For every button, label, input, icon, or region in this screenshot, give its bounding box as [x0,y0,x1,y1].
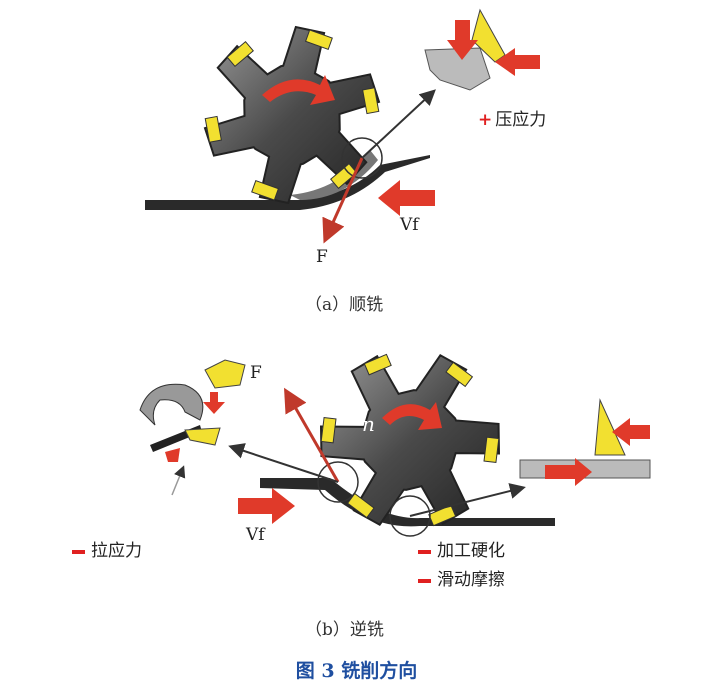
force-label-b: F [250,363,262,383]
hardening-inset [519,398,651,486]
reaction-vector-a [361,89,436,159]
cutter-tooth [304,29,333,51]
work-hardening-text: 加工硬化 [437,541,505,561]
feed-arrow-a [378,180,435,216]
cutter-gear-b [319,353,501,527]
sliding-friction-text: 滑动摩擦 [437,570,505,590]
minus-sign [72,549,85,554]
gear-body [203,25,381,205]
minus-sign [418,549,431,554]
gear-body [319,353,501,527]
compressive-stress-label: +压应力 [478,105,546,130]
minus-sign [418,578,431,583]
work-hardening-label: 加工硬化 [418,536,505,561]
cutter-tooth [428,504,457,527]
rotation-label-b: n [362,412,375,436]
feed-arrow-b [238,488,295,524]
compressive-stress-text: 压应力 [495,110,547,130]
cutter-gear-a [203,25,381,205]
rotation-arrow-b [382,402,442,430]
compressive-stress-inset [424,8,540,91]
contact-circle-a [341,137,383,179]
workpiece-a [145,155,430,210]
reaction-vector-b1 [228,443,339,483]
sliding-friction-label: 滑动摩擦 [418,565,505,590]
workpiece-b [260,478,555,527]
cutter-tooth [445,361,474,388]
reaction-vector-b2 [409,483,526,517]
feed-label-b: Vf [246,525,265,545]
tensile-stress-label: 拉应力 [72,536,142,561]
figure-caption: 图 3 铣削方向 [295,660,418,682]
plus-sign: + [478,110,493,130]
cutter-tooth [226,40,254,68]
feed-label-a: Vf [400,215,419,235]
cutter-tooth [483,436,500,464]
cutter-tooth [251,179,280,201]
caption-b: （b）逆铣 [305,620,384,640]
cutter-tooth [204,115,222,143]
panel-b-conventional-milling [139,353,651,537]
chip-a [290,150,378,200]
cutter-tooth [362,87,380,115]
cutter-tooth [346,492,375,519]
contact-circle-b2 [389,495,431,537]
contact-circle-b1 [317,461,359,503]
cutter-tooth [330,162,358,190]
cutter-tooth [363,353,392,376]
rotation-arrow-a [262,75,335,105]
tensile-stress-inset [139,359,246,496]
force-vector-a [322,157,364,244]
caption-a: （a）顺铣 [305,295,384,315]
force-label-a: F [316,247,328,267]
cutter-tooth [320,416,337,444]
force-vector-b [284,387,340,483]
tensile-stress-text: 拉应力 [91,541,142,561]
panel-a-climb-milling [145,8,540,244]
